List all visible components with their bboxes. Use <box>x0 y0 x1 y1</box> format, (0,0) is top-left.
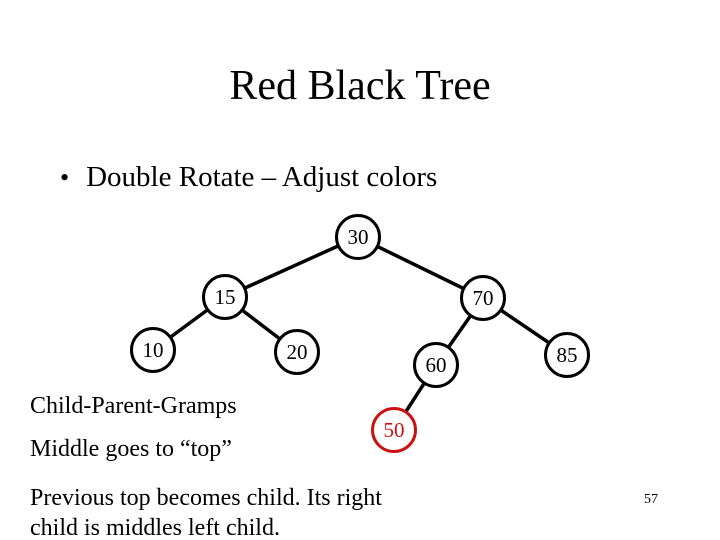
tree-edge-30-70 <box>356 235 485 300</box>
tree-node-label-15: 15 <box>215 285 236 309</box>
tree-node-50: 50 <box>371 407 417 453</box>
tree-node-circle-10 <box>130 327 176 373</box>
page-number: 57 <box>644 492 658 507</box>
note-child-parent-gramps: Child-Parent-Gramps <box>30 393 237 419</box>
tree-node-60: 60 <box>413 342 459 388</box>
slide-title: Red Black Tree <box>229 63 491 109</box>
tree-node-label-50: 50 <box>384 418 405 442</box>
tree-node-10: 10 <box>130 327 176 373</box>
bullet-icon: • <box>60 163 70 192</box>
tree-node-label-60: 60 <box>426 353 447 377</box>
bullet-text: Double Rotate – Adjust colors <box>86 161 438 193</box>
tree-node-label-30: 30 <box>348 225 369 249</box>
tree-node-circle-20 <box>274 329 320 375</box>
tree-node-30: 30 <box>335 214 381 260</box>
tree-node-circle-15 <box>202 274 248 320</box>
tree-node-70: 70 <box>460 275 506 321</box>
note-previous-top-line-1: Previous top becomes child. Its right <box>30 485 382 511</box>
tree-node-circle-30 <box>335 214 381 260</box>
tree-node-label-20: 20 <box>287 340 308 364</box>
tree-node-20: 20 <box>274 329 320 375</box>
tree-node-circle-70 <box>460 275 506 321</box>
tree-node-label-70: 70 <box>473 286 494 310</box>
tree-node-circle-60 <box>413 342 459 388</box>
tree-edge-30-15 <box>223 235 360 299</box>
tree-node-85: 85 <box>544 332 590 378</box>
tree-node-label-10: 10 <box>143 338 164 362</box>
tree-node-label-85: 85 <box>557 343 578 367</box>
note-previous-top-line-2: child is middles left child. <box>30 515 280 540</box>
tree-node-15: 15 <box>202 274 248 320</box>
bullet-item: • Double Rotate – Adjust colors <box>60 161 437 194</box>
note-middle-goes-to-top: Middle goes to “top” <box>30 436 232 462</box>
tree-node-circle-85 <box>544 332 590 378</box>
tree-node-circle-50 <box>371 407 417 453</box>
